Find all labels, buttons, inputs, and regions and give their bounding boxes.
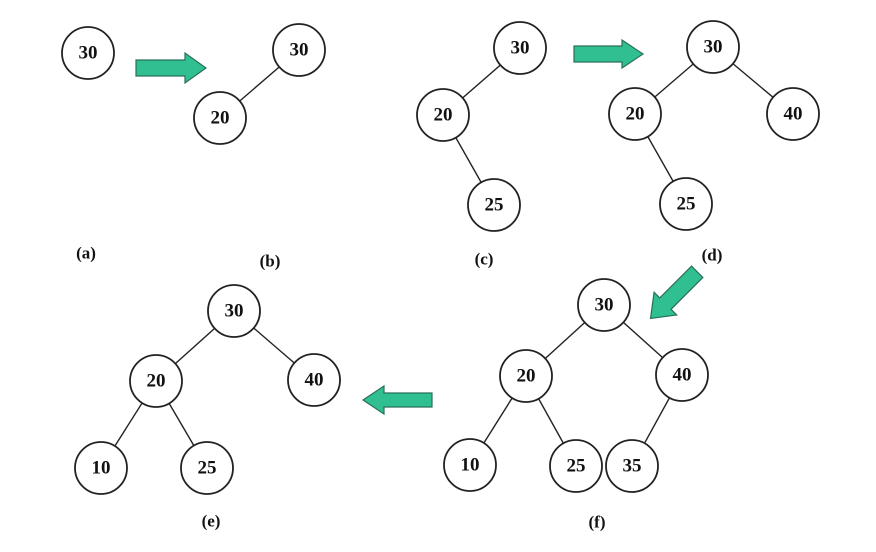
node-value: 20: [626, 104, 645, 125]
node-value: 10: [461, 455, 480, 476]
tree-node: 20: [129, 354, 183, 408]
node-value: 30: [79, 43, 98, 64]
tree-node: 30: [577, 278, 631, 332]
arrow-a-to-b: [135, 51, 208, 85]
tree-node: 40: [287, 353, 341, 407]
tree-node: 25: [180, 441, 234, 495]
tree-node: 10: [74, 441, 128, 495]
node-value: 30: [595, 295, 614, 316]
node-value: 35: [623, 456, 642, 477]
node-value: 20: [147, 371, 166, 392]
tree-d: 30 20 40 25 (d): [608, 20, 820, 265]
tree-node: 30: [61, 26, 115, 80]
tree-b: 30 20 (b): [193, 23, 326, 271]
tree-node: 40: [766, 87, 820, 141]
node-value: 30: [225, 301, 244, 322]
node-value: 20: [211, 108, 230, 129]
arrow-d-to-f: [649, 265, 704, 320]
node-value: 30: [511, 38, 530, 59]
tree-node: 30: [686, 20, 740, 74]
node-value: 25: [567, 456, 586, 477]
caption-e: (e): [202, 512, 221, 531]
tree-node: 30: [272, 23, 326, 77]
caption-c: (c): [475, 250, 494, 269]
caption-a: (a): [76, 244, 96, 263]
node-value: 40: [673, 365, 692, 386]
node-value: 20: [517, 366, 536, 387]
arrow-f-to-e: [361, 384, 433, 416]
tree-node: 25: [659, 177, 713, 231]
arrows: [135, 38, 704, 416]
tree-node: 30: [207, 284, 261, 338]
tree-node: 25: [549, 439, 603, 493]
node-value: 20: [434, 105, 453, 126]
tree-node: 30: [493, 21, 547, 75]
caption-b: (b): [260, 252, 281, 271]
node-value: 25: [198, 458, 217, 479]
node-value: 25: [677, 194, 696, 215]
tree-node: 40: [655, 348, 709, 402]
caption-d: (d): [702, 246, 723, 265]
tree-node: 25: [467, 178, 521, 232]
tree-e: 30 20 40 10 25 (e): [74, 284, 341, 531]
arrow-c-to-d: [573, 38, 645, 70]
node-value: 30: [704, 37, 723, 58]
tree-node: 10: [443, 438, 497, 492]
node-value: 30: [290, 40, 309, 61]
node-value: 10: [92, 458, 111, 479]
node-value: 25: [485, 195, 504, 216]
tree-node: 20: [608, 87, 662, 141]
tree-f: 30 20 40 10 25 35 (f): [443, 278, 709, 532]
tree-a: 30 (a): [61, 26, 115, 263]
tree-node: 20: [193, 91, 247, 145]
tree-node: 35: [605, 439, 659, 493]
tree-node: 20: [416, 88, 470, 142]
tree-c: 30 20 25 (c): [416, 21, 547, 269]
node-value: 40: [305, 370, 324, 391]
node-value: 40: [784, 104, 803, 125]
caption-f: (f): [589, 513, 606, 532]
tree-node: 20: [499, 349, 553, 403]
